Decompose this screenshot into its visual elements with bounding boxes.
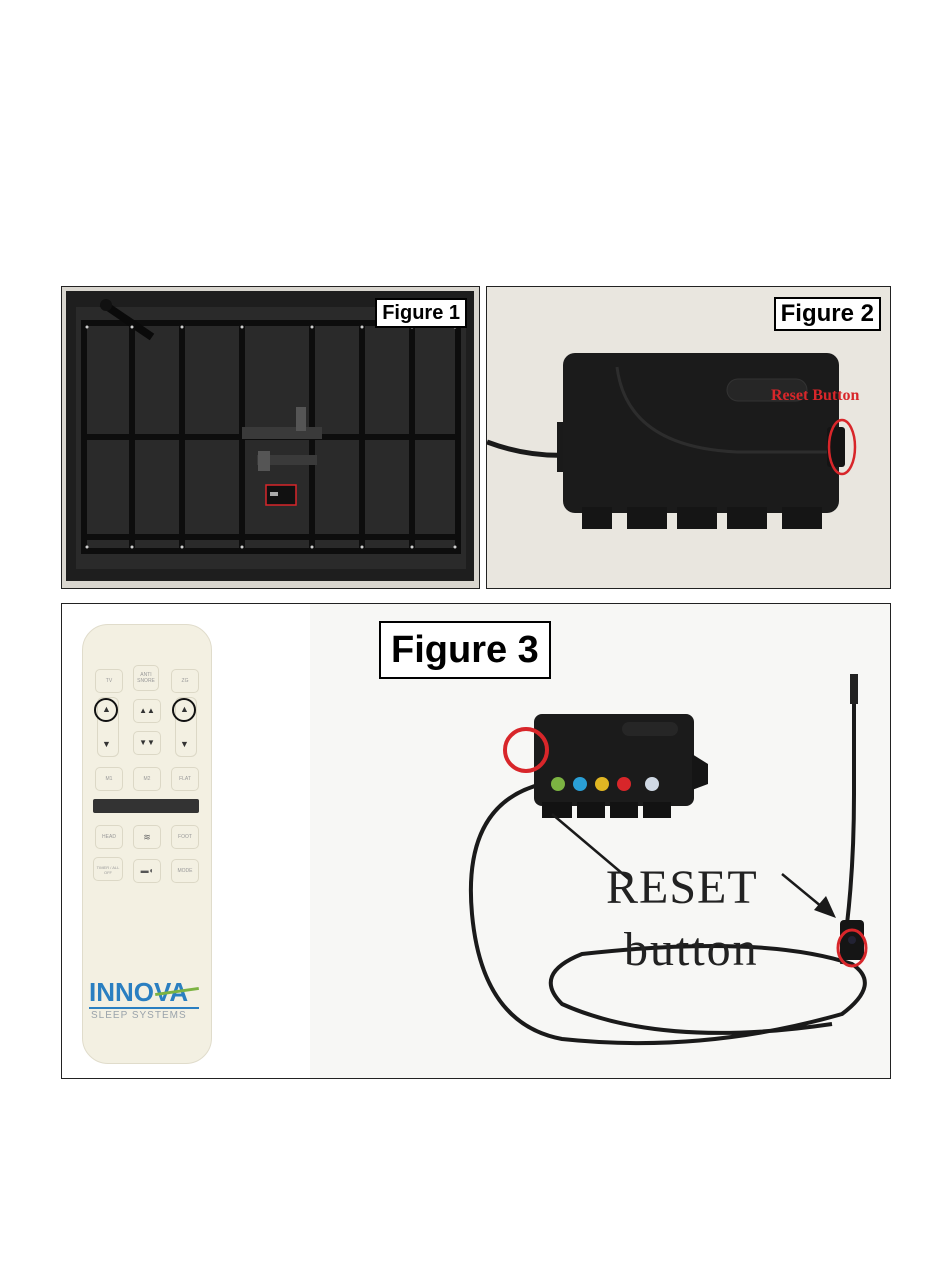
figure1-panel: Figure 1 xyxy=(61,286,480,589)
remote-button-mode: MODE xyxy=(171,859,199,883)
remote-control: TV ANTI SNORE ZG ▲ ▼ ▲▲ ▼▼ ▲ ▼ M1 M2 FLA… xyxy=(82,624,212,1064)
head-down-arrow-icon: ▼ xyxy=(102,739,111,749)
remote-divider-bar xyxy=(93,799,199,813)
remote-both-up-button: ▲▲ xyxy=(133,699,161,723)
innova-sub-logo: SLEEP SYSTEMS xyxy=(91,1010,187,1021)
remote-both-down-button: ▼▼ xyxy=(133,731,161,755)
figure2-panel: Reset Button Figure 2 xyxy=(486,286,891,589)
remote-button-zg: ZG xyxy=(171,669,199,693)
remote-button-m1: M1 xyxy=(95,767,123,791)
reset-callout-line1: RESET xyxy=(606,860,758,915)
control-box-photo xyxy=(487,287,890,588)
figure2-label: Figure 2 xyxy=(774,297,881,331)
head-up-arrow-icon: ▲ xyxy=(102,704,111,714)
reset-callout-line2: button xyxy=(624,922,759,977)
remote-button-m2: M2 xyxy=(133,767,161,791)
bed-frame-photo xyxy=(62,287,479,588)
remote-flashlight-icon: ▬◖ xyxy=(133,859,161,883)
reset-button-callout: Reset Button xyxy=(771,387,859,405)
foot-up-arrow-icon: ▲ xyxy=(180,704,189,714)
remote-button-timer-all-off: TIMER / ALL OFF xyxy=(93,857,123,881)
innova-logo-underline xyxy=(89,1007,199,1009)
remote-button-head: HEAD xyxy=(95,825,123,849)
remote-button-anti-snore: ANTI SNORE xyxy=(133,665,159,691)
figure1-label: Figure 1 xyxy=(375,298,467,328)
remote-button-foot: FOOT xyxy=(171,825,199,849)
remote-button-flat: FLAT xyxy=(171,767,199,791)
foot-down-arrow-icon: ▼ xyxy=(180,739,189,749)
remote-massage-icon: ≋ xyxy=(133,825,161,849)
remote-button-tv: TV xyxy=(95,669,123,693)
figure3-panel: TV ANTI SNORE ZG ▲ ▼ ▲▲ ▼▼ ▲ ▼ M1 M2 FLA… xyxy=(61,603,891,1079)
